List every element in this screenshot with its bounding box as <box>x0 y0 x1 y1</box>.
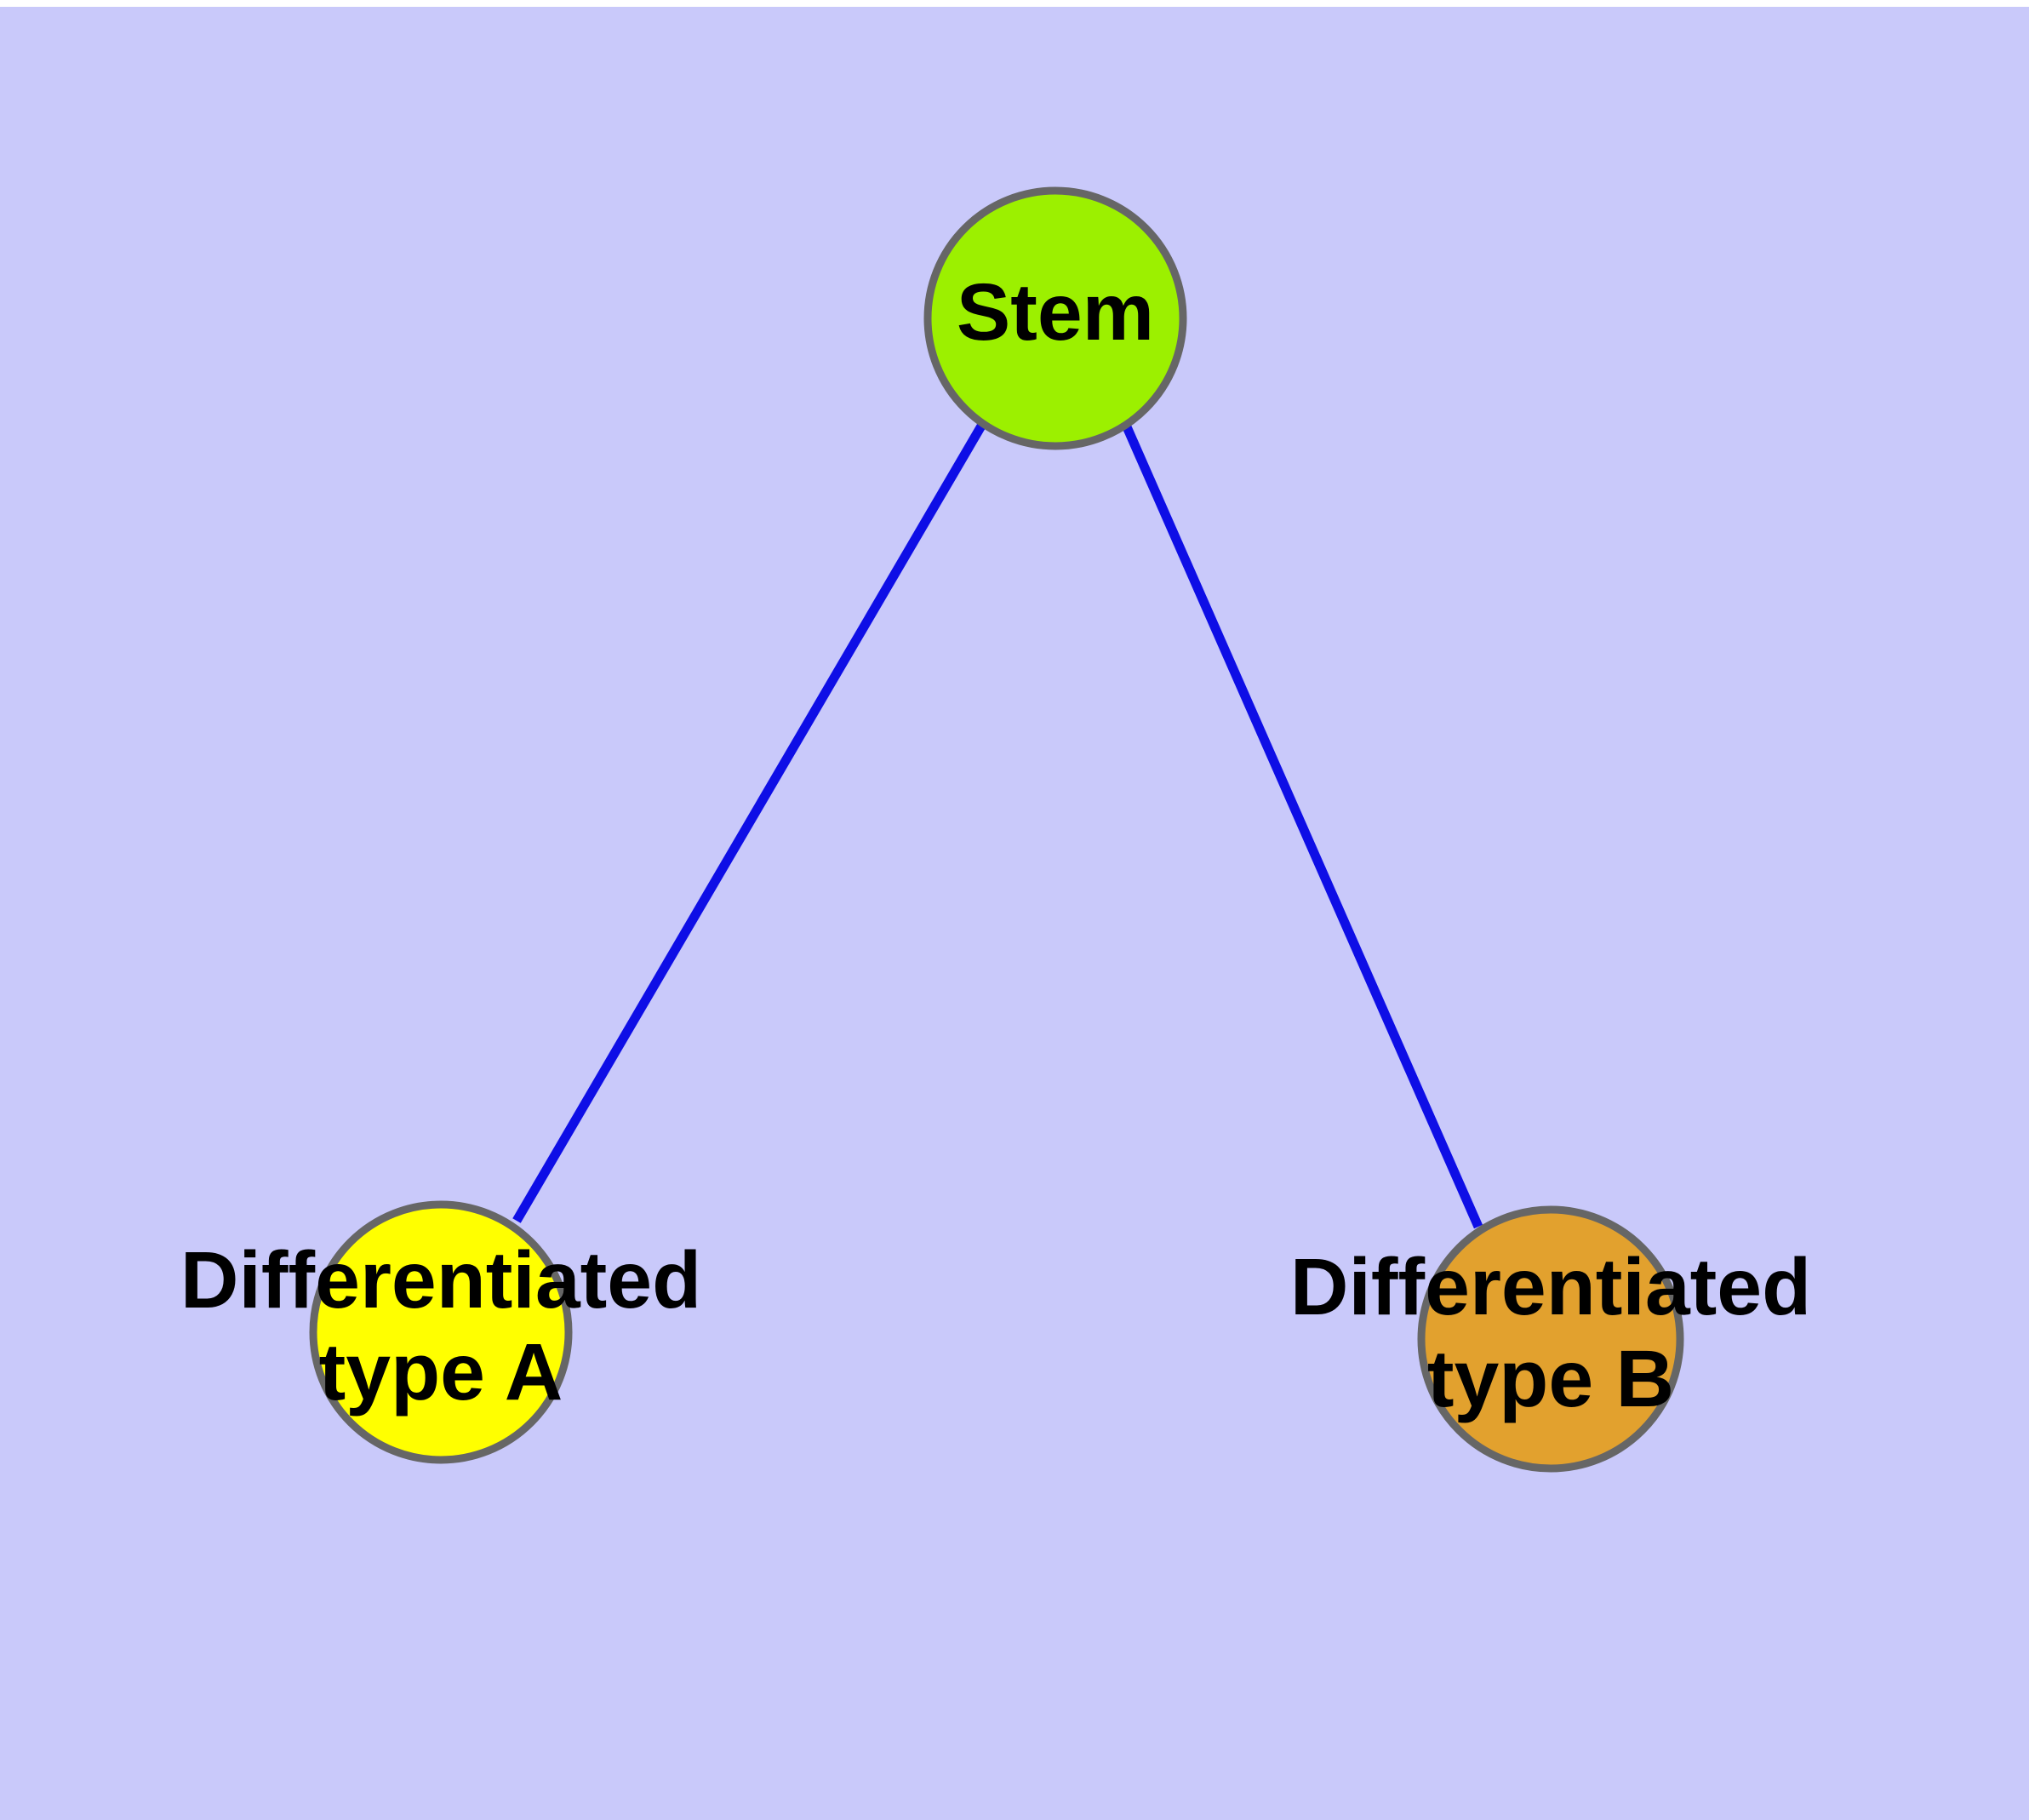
node-label-line: Differentiated <box>1290 1242 1811 1332</box>
node-stem[interactable] <box>923 186 1187 450</box>
nodes-layer <box>309 186 1684 1473</box>
node-label-line: Stem <box>957 267 1154 358</box>
node-diff_b[interactable] <box>1417 1205 1684 1473</box>
node-label-line: type A <box>319 1327 563 1417</box>
edges-layer <box>512 421 1483 1229</box>
node-label-line: type B <box>1427 1334 1674 1424</box>
node-label-line: Differentiated <box>180 1235 701 1325</box>
node-label-stem: Stem <box>957 267 1154 358</box>
edge-stem-to-diff-b <box>1120 421 1483 1229</box>
edge-stem-to-diff-a <box>512 421 987 1223</box>
node-diff_a[interactable] <box>309 1200 573 1464</box>
